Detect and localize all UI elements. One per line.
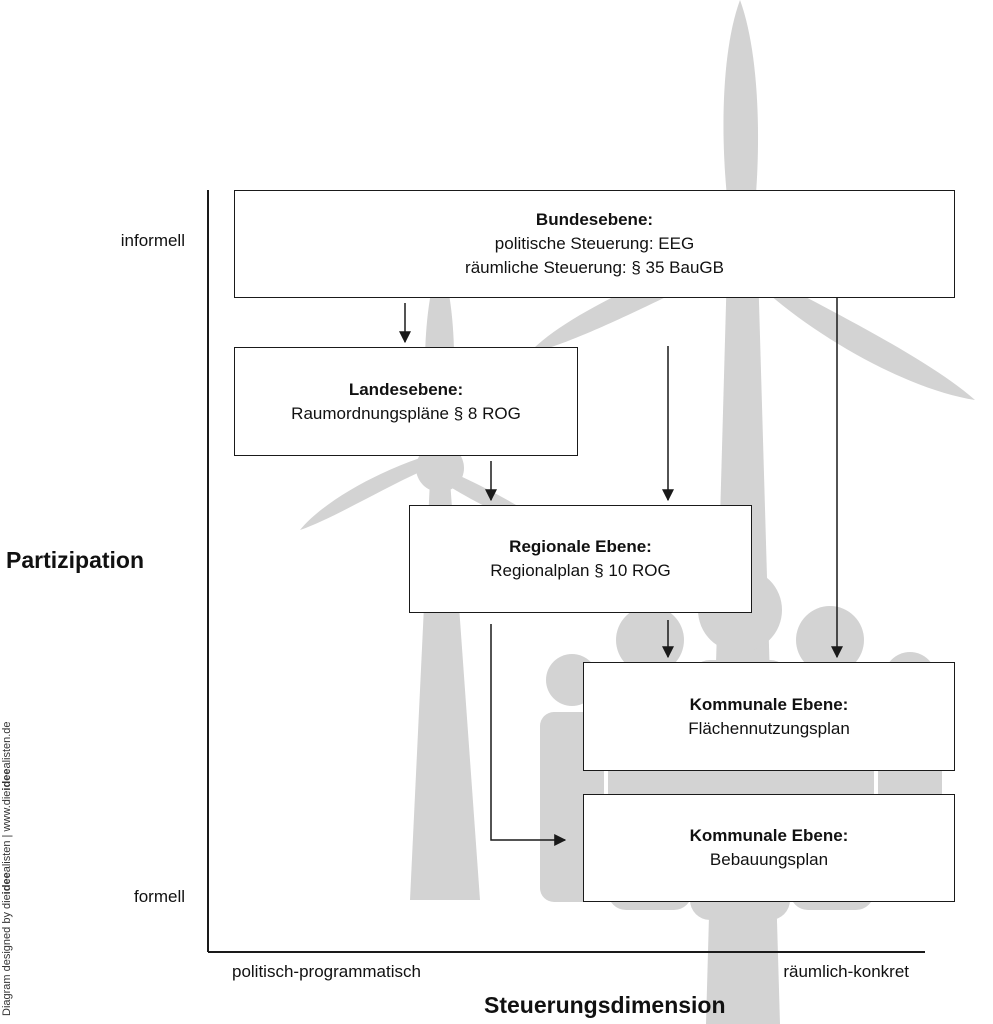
box-heading: Regionale Ebene: — [509, 537, 652, 557]
credit-bold-2: idee — [1, 768, 13, 791]
box-text: politische Steuerung: EEG — [494, 234, 695, 254]
box-kommunale-ebene-fnp: Kommunale Ebene: Flächennutzungsplan — [583, 662, 955, 771]
credit-middle: alisten | www.die — [1, 790, 13, 873]
x-axis-right-label: räumlich-konkret — [783, 962, 909, 981]
box-kommunale-ebene-bplan: Kommunale Ebene: Bebauungsplan — [583, 794, 955, 902]
box-text: Flächennutzungsplan — [688, 718, 850, 738]
box-text: Raumordnungspläne § 8 ROG — [291, 403, 521, 423]
arrow-region-to-bplan — [490, 624, 567, 846]
box-text: Bebauungsplan — [709, 850, 829, 869]
box-heading: Kommunale Ebene: — [689, 826, 849, 846]
y-axis-bottom-label: formell — [133, 887, 185, 906]
box-text: Regionalplan § 10 ROG — [490, 561, 671, 580]
credit-suffix: alisten.de — [1, 721, 13, 769]
x-axis-title: Steuerungsdimension — [484, 992, 726, 1018]
y-axis-title: Partizipation — [6, 547, 145, 573]
box-text: räumliche Steuerung: § 35 BauGB — [465, 257, 724, 277]
box-regionale-ebene: Regionale Ebene: Regionalplan § 10 ROG — [409, 505, 752, 613]
box-bundesebene: Bundesebene: politische Steuerung: EEG r… — [234, 190, 955, 298]
credit-prefix: Diagram designed by die — [1, 894, 13, 1016]
y-axis-top-label: informell — [120, 231, 185, 250]
credit-bold: idee — [1, 872, 13, 895]
box-heading: Kommunale Ebene: — [689, 694, 849, 714]
credit-text: Diagram designed by dieideealisten | www… — [1, 721, 13, 1016]
x-axis-left-label: politisch-programmatisch — [232, 962, 421, 981]
box-heading: Landesebene: — [348, 379, 464, 399]
box-heading: Bundesebene: — [535, 210, 654, 230]
box-landesebene: Landesebene: Raumordnungspläne § 8 ROG — [234, 347, 578, 456]
